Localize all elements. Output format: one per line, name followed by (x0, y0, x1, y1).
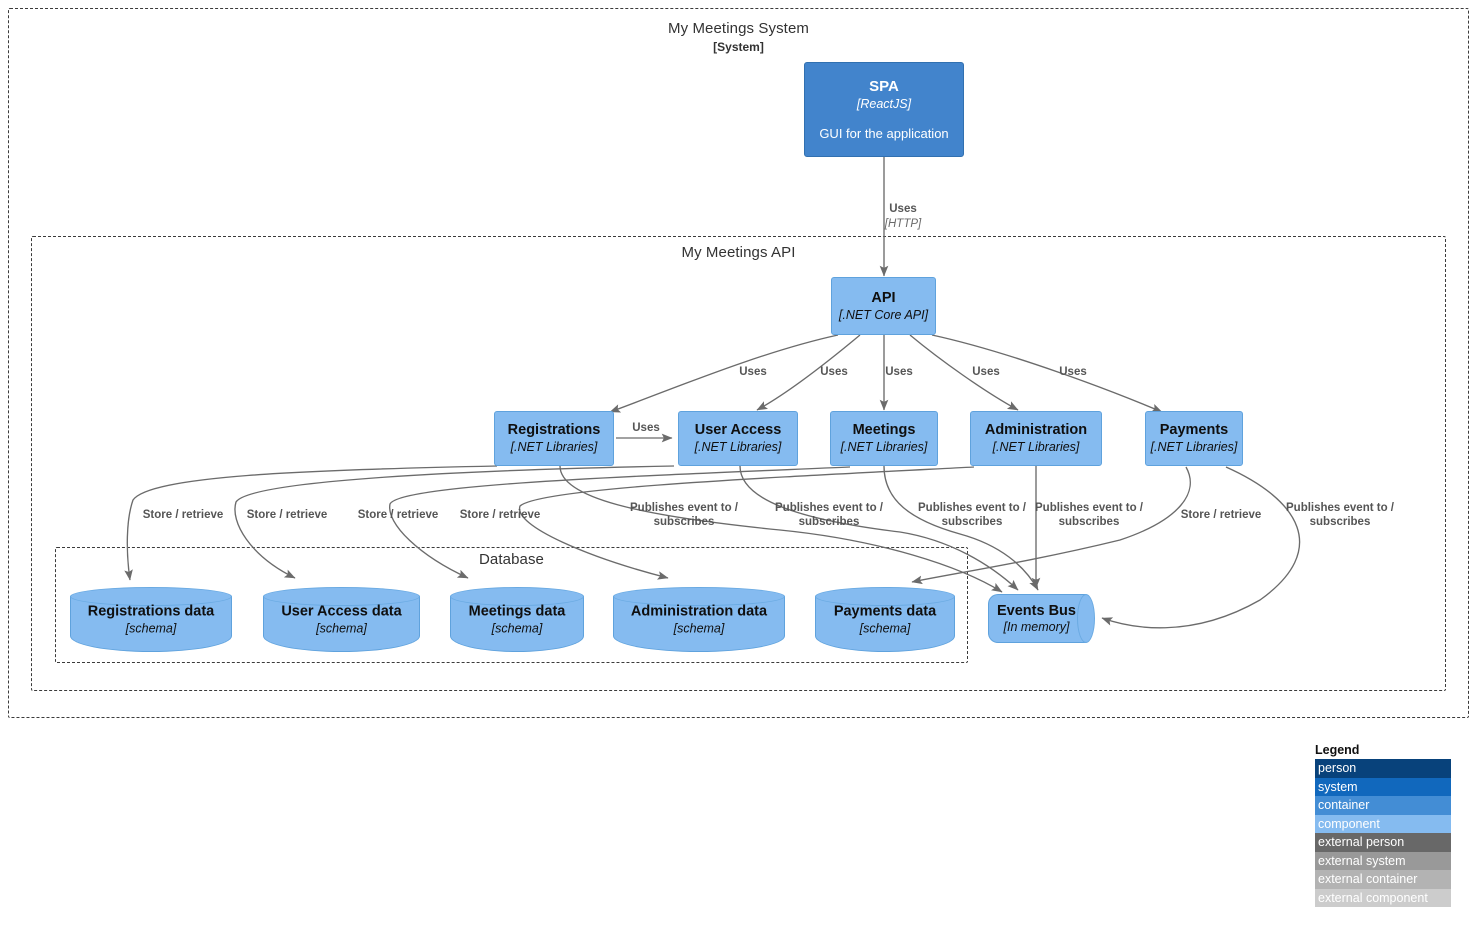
node-registrations-tech: [.NET Libraries] (510, 440, 598, 455)
node-user-access-database-name: User Access data (281, 602, 402, 619)
node-meetings-database-tech: [schema] (491, 621, 543, 636)
node-administration-database-tech: [schema] (673, 621, 725, 636)
node-spa-description: GUI for the application (819, 125, 949, 141)
node-payments-name: Payments (1159, 422, 1229, 439)
edge-label-user-access-bus: Publishes event to / subscribes (775, 502, 883, 529)
cylinder-top (450, 587, 584, 606)
edge-label-tech: [HTTP] (884, 217, 922, 230)
edge-label-payments-bus: Publishes event to / subscribes (1286, 502, 1394, 529)
node-administration[interactable]: Administration [.NET Libraries] (970, 411, 1102, 466)
edge-label-registrations-bus: Publishes event to / subscribes (630, 502, 738, 529)
edge-label-api-registrations: Uses (739, 366, 767, 378)
cylinder-top (263, 587, 420, 606)
node-payments-database-tech: [schema] (859, 621, 911, 636)
edge-label-api-meetings: Uses (885, 366, 913, 378)
node-payments-tech: [.NET Libraries] (1150, 440, 1238, 455)
node-administration-tech: [.NET Libraries] (992, 440, 1080, 455)
node-events-bus[interactable]: Events Bus [In memory] (988, 594, 1095, 643)
node-user-access[interactable]: User Access [.NET Libraries] (678, 411, 798, 466)
boundary-system-subtitle: [System] (713, 40, 764, 54)
node-meetings-tech: [.NET Libraries] (840, 440, 928, 455)
cylinder-top (613, 587, 785, 606)
node-spa-name: SPA (869, 78, 899, 96)
queue-body (988, 594, 1086, 643)
node-api-tech: [.NET Core API] (838, 307, 929, 322)
legend-item-container: container (1315, 796, 1451, 815)
edge-label-meetings-bus: Publishes event to / subscribes (918, 502, 1026, 529)
queue-cap (1077, 594, 1095, 643)
edge-label-api-administration: Uses (972, 366, 1000, 378)
node-registrations-database[interactable]: Registrations data [schema] (70, 587, 232, 652)
node-administration-database[interactable]: Administration data [schema] (613, 587, 785, 652)
edge-label-administration-bus: Publishes event to / subscribes (1035, 502, 1143, 529)
boundary-database-title: Database (478, 551, 544, 568)
node-administration-database-name: Administration data (630, 602, 768, 619)
edge-label-text: Uses (889, 203, 917, 216)
legend-item-component: component (1315, 814, 1451, 833)
node-payments-database-name: Payments data (833, 602, 937, 619)
node-user-access-database-tech: [schema] (316, 621, 367, 636)
node-payments[interactable]: Payments [.NET Libraries] (1145, 411, 1243, 466)
legend-item-person: person (1315, 759, 1451, 778)
node-registrations[interactable]: Registrations [.NET Libraries] (494, 411, 614, 466)
legend-title: Legend (1315, 743, 1360, 757)
node-registrations-database-tech: [schema] (125, 621, 177, 636)
boundary-my-meetings-system: My Meetings System [System] (8, 8, 1469, 718)
edge-label-api-payments: Uses (1059, 366, 1087, 378)
node-meetings-name: Meetings (852, 422, 916, 439)
node-registrations-name: Registrations (507, 422, 601, 439)
node-registrations-database-name: Registrations data (87, 602, 215, 619)
edge-label-registrations-user-access: Uses (632, 422, 660, 434)
edge-label-spa-api: Uses [HTTP] (885, 188, 921, 246)
legend-item-system: system (1315, 777, 1451, 796)
node-spa-tech: [ReactJS] (856, 96, 912, 111)
node-spa[interactable]: SPA [ReactJS] GUI for the application (804, 62, 964, 157)
cylinder-top (70, 587, 232, 606)
edge-label-user-access-db: Store / retrieve (246, 509, 328, 521)
node-meetings-database-name: Meetings data (468, 602, 566, 619)
node-user-access-tech: [.NET Libraries] (694, 440, 782, 455)
edge-label-meetings-db: Store / retrieve (357, 509, 439, 521)
node-events-bus-tech: [In memory] (1003, 619, 1070, 634)
node-meetings-database[interactable]: Meetings data [schema] (450, 587, 584, 652)
boundary-my-meetings-api: My Meetings API (31, 236, 1446, 691)
node-user-access-name: User Access (694, 422, 782, 439)
edge-label-payments-db: Store / retrieve (1180, 509, 1262, 521)
legend: Legend person system container component… (1315, 743, 1451, 907)
edge-label-registrations-db: Store / retrieve (142, 509, 224, 521)
node-user-access-database[interactable]: User Access data [schema] (263, 587, 420, 652)
boundary-system-title: My Meetings System (667, 20, 809, 37)
node-meetings[interactable]: Meetings [.NET Libraries] (830, 411, 938, 466)
edge-label-api-user-access: Uses (820, 366, 848, 378)
node-administration-name: Administration (984, 422, 1088, 439)
edge-label-administration-db: Store / retrieve (459, 509, 541, 521)
legend-item-external-component: external component (1315, 888, 1451, 907)
legend-item-external-system: external system (1315, 851, 1451, 870)
node-api[interactable]: API [.NET Core API] (831, 277, 936, 335)
legend-item-external-container: external container (1315, 870, 1451, 889)
boundary-api-title: My Meetings API (681, 244, 796, 261)
cylinder-top (815, 587, 955, 606)
node-payments-database[interactable]: Payments data [schema] (815, 587, 955, 652)
node-api-name: API (871, 289, 896, 306)
node-events-bus-name: Events Bus (997, 602, 1076, 619)
legend-item-external-person: external person (1315, 833, 1451, 852)
